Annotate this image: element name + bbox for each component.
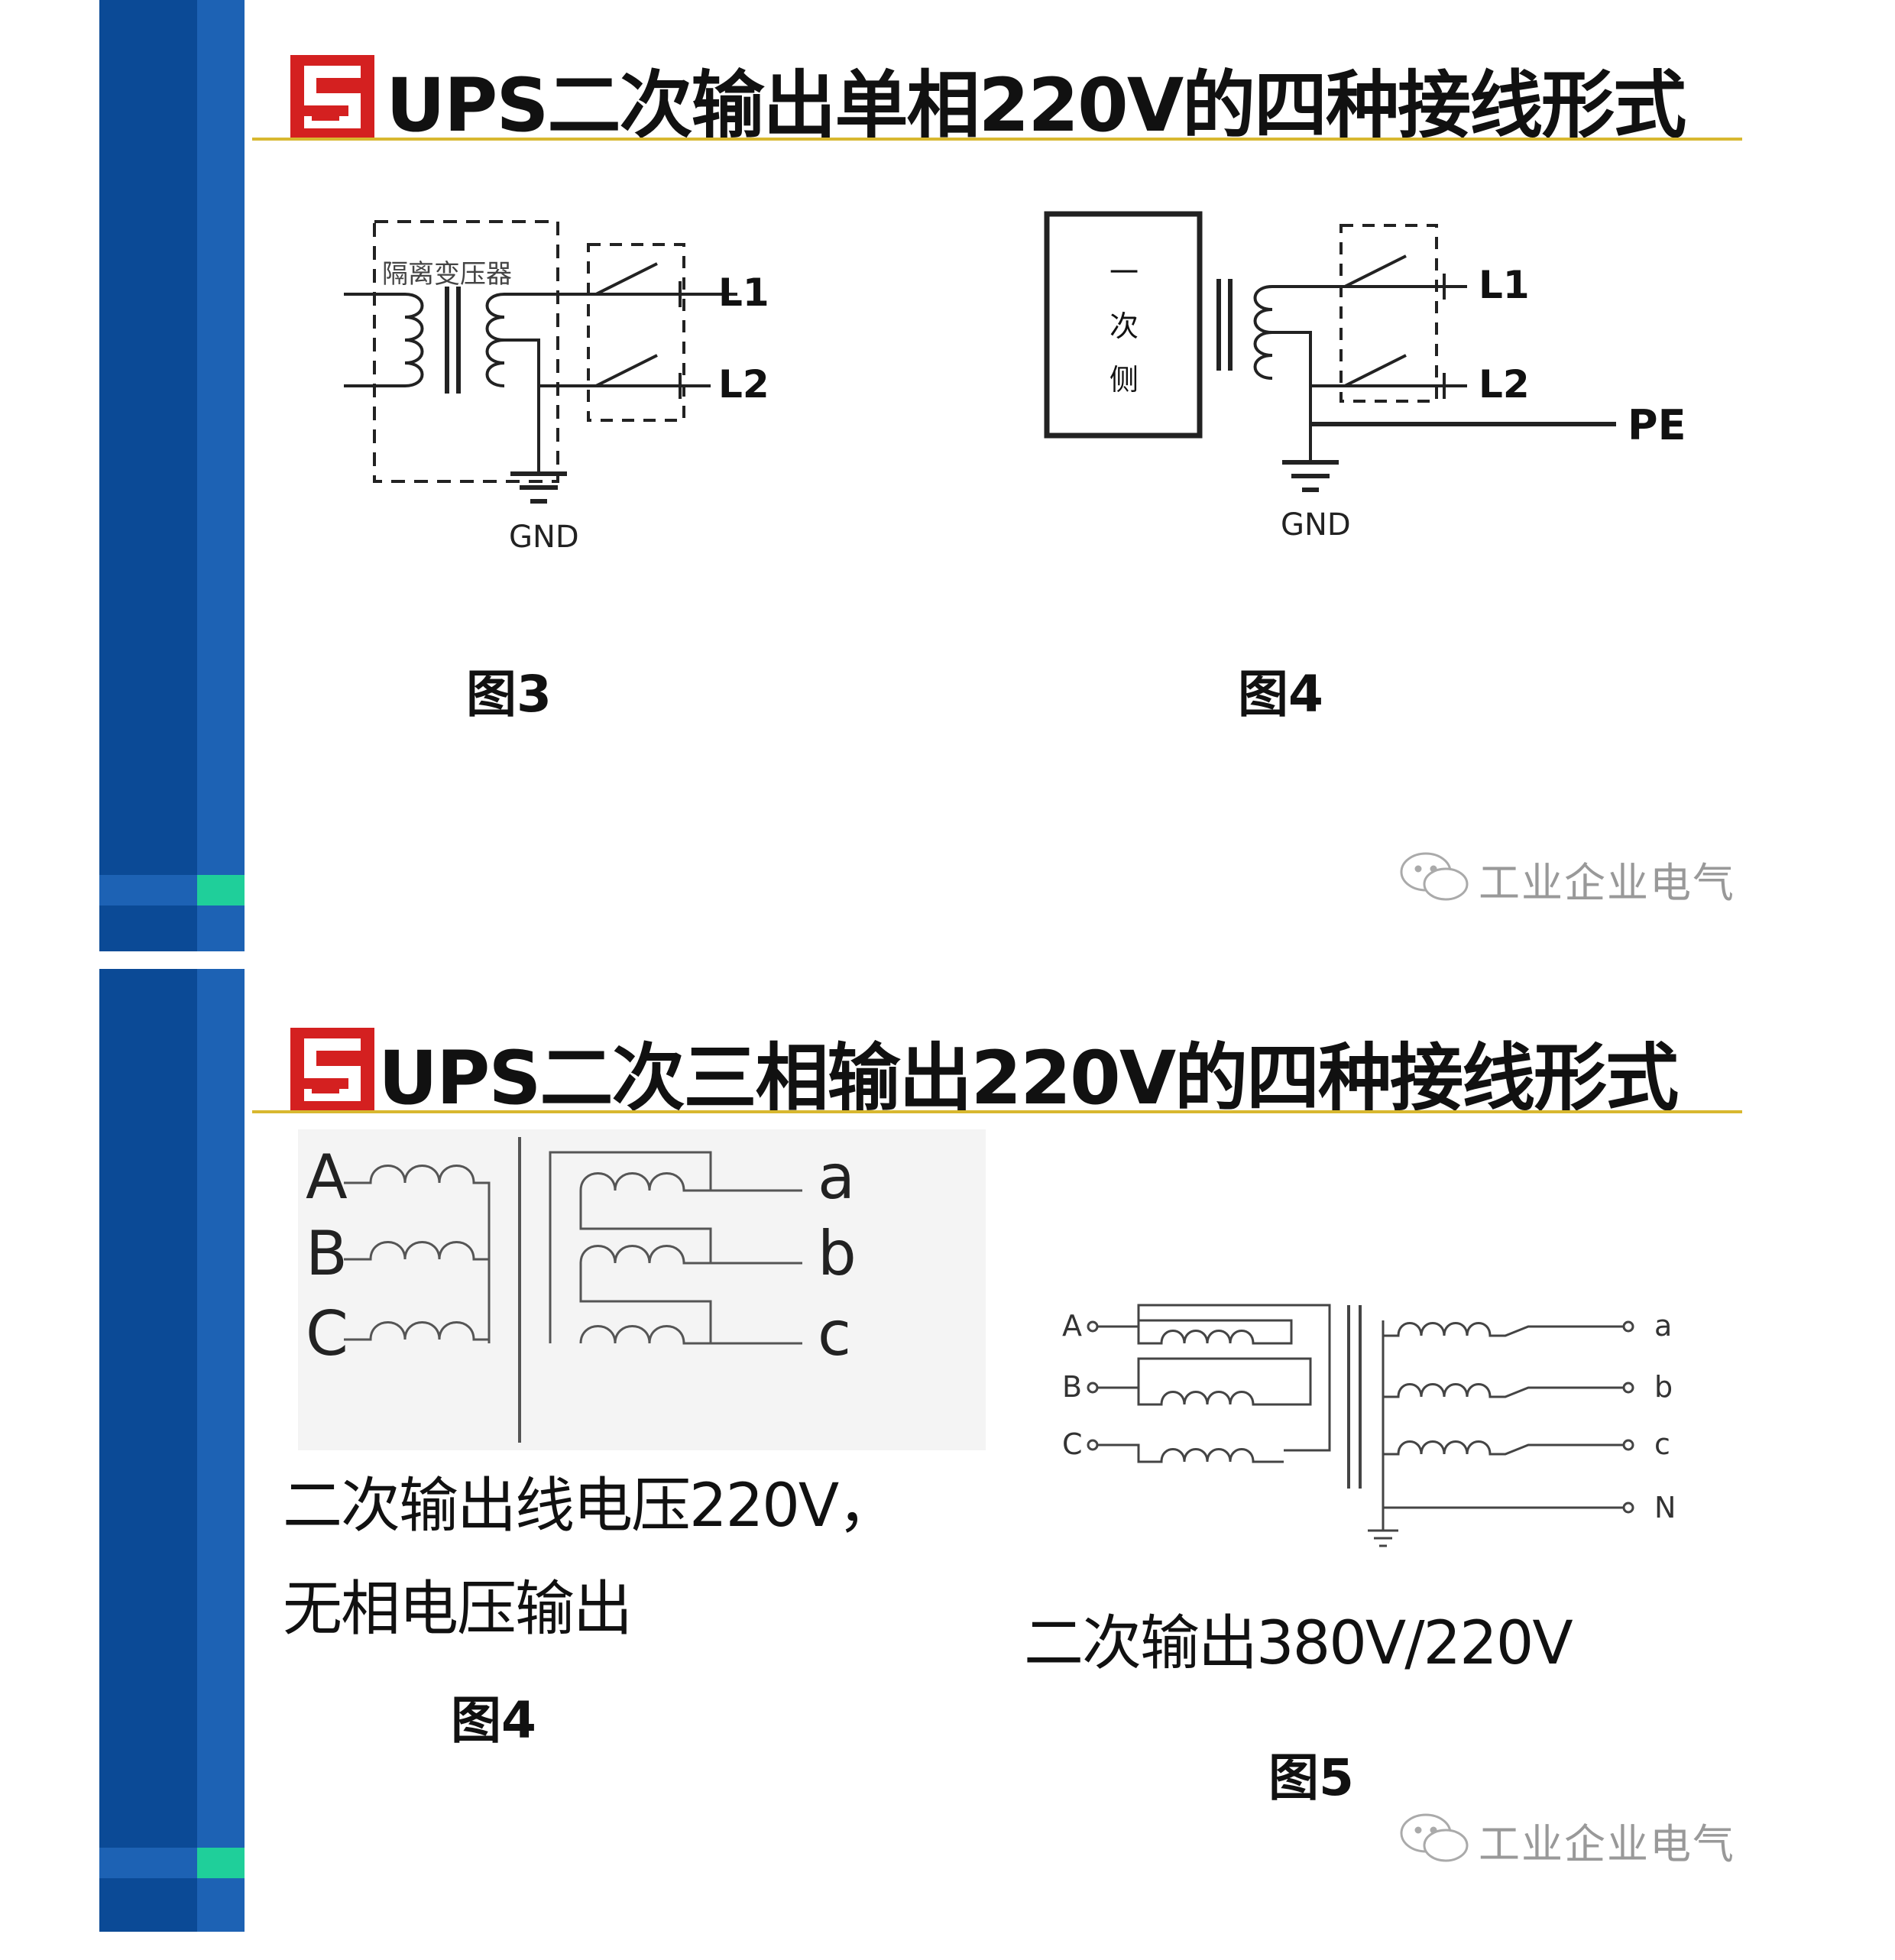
slide-three-phase: UPS二次三相输出220V的四种接线形式 A B C a b c 二次输出线电压… xyxy=(99,969,1742,1932)
primary-coil-c-icon xyxy=(344,1321,489,1341)
wye-input-c: C xyxy=(1062,1427,1083,1461)
right-fig-label: 图5 xyxy=(1268,1748,1354,1807)
three-phase-wye-diagram: A B C a b c N xyxy=(1062,1304,1676,1547)
fig3-diagram: 隔离变压器 L1 L2 GND xyxy=(344,220,769,555)
wye-primary-coil-b-icon xyxy=(1097,1357,1312,1406)
secondary-coil-b-icon xyxy=(579,1245,711,1265)
wye-primary-coil-a-icon xyxy=(1137,1319,1293,1345)
wye-secondary-coil-b-icon xyxy=(1383,1383,1624,1398)
primary-side-box xyxy=(1044,211,1203,439)
accent-block xyxy=(197,1848,245,1878)
primary-box-char-1: 一 xyxy=(1109,256,1139,290)
primary-box-char-3: 侧 xyxy=(1109,363,1139,397)
watermark: 工业企业电气 xyxy=(1398,1806,1780,1868)
input-a: A xyxy=(306,1142,348,1213)
watermark: 工业企业电气 xyxy=(1398,844,1780,907)
wye-output-b: b xyxy=(1654,1370,1673,1404)
transformer-label: 隔离变压器 xyxy=(382,259,512,290)
three-phase-delta-diagram: A B C a b c xyxy=(298,1129,986,1450)
output-c: c xyxy=(818,1298,851,1369)
breaker-enclosure xyxy=(587,243,685,422)
left-caption-line1: 二次输出线电压220V， xyxy=(283,1472,897,1540)
wye-output-n: N xyxy=(1654,1491,1676,1524)
accent-block xyxy=(197,875,245,905)
primary-coil-a-icon xyxy=(344,1165,491,1343)
side-band xyxy=(99,0,245,951)
watermark-text: 工业企业电气 xyxy=(1479,859,1735,907)
fig4-secondary-coil-icon xyxy=(1253,285,1273,380)
wye-input-a: A xyxy=(1062,1309,1082,1343)
wechat-icon xyxy=(1400,852,1469,901)
slide-single-phase: UPS二次输出单相220V的四种接线形式 隔离变压器 L1 L2 GND 图3 … xyxy=(99,0,1742,951)
left-caption-line2: 无相电压输出 xyxy=(283,1575,633,1644)
input-b: B xyxy=(306,1218,348,1289)
fig3-output-l2: L2 xyxy=(718,362,769,407)
title-row: UPS二次三相输出220V的四种接线形式 xyxy=(290,1019,1679,1121)
transformer-enclosure xyxy=(373,220,559,483)
wye-input-b: B xyxy=(1062,1370,1082,1404)
fig4-output-pe: PE xyxy=(1628,401,1686,449)
wechat-icon xyxy=(1400,1813,1469,1862)
side-band xyxy=(99,969,245,1932)
fig4-diagram: 一 次 侧 L1 L2 PE GND xyxy=(1044,211,1686,543)
left-fig-label: 图4 xyxy=(451,1691,536,1750)
primary-coil-b-icon xyxy=(344,1241,489,1261)
fig4-switch-l2-icon xyxy=(1344,354,1407,387)
output-b: b xyxy=(818,1218,857,1289)
fig4-label: 图4 xyxy=(1238,665,1323,724)
wye-output-c: c xyxy=(1654,1427,1670,1461)
fig4-ground-label: GND xyxy=(1281,507,1351,543)
switch-l1-icon xyxy=(595,262,658,296)
watermark-text: 工业企业电气 xyxy=(1479,1820,1735,1868)
primary-box-char-2: 次 xyxy=(1109,309,1139,343)
title-rule xyxy=(252,138,1742,141)
company-logo-icon xyxy=(290,1028,374,1112)
input-c: C xyxy=(306,1298,348,1369)
switch-l2-icon xyxy=(595,354,658,387)
fig3-output-l1: L1 xyxy=(718,271,769,315)
title-rule xyxy=(252,1110,1742,1113)
wye-primary-coil-c-icon xyxy=(1097,1443,1284,1463)
right-caption: 二次输出380V/220V xyxy=(1024,1609,1573,1678)
primary-coil-icon xyxy=(404,293,424,387)
secondary-coil-c-icon xyxy=(579,1325,711,1345)
fig3-ground-label: GND xyxy=(509,520,579,555)
page-title: UPS二次三相输出220V的四种接线形式 xyxy=(378,1035,1679,1121)
output-a: a xyxy=(818,1142,855,1213)
wye-output-a: a xyxy=(1654,1309,1672,1343)
secondary-coil-a-icon xyxy=(579,1172,711,1192)
company-logo-icon xyxy=(290,55,374,139)
wye-secondary-coil-c-icon xyxy=(1383,1440,1624,1456)
title-row: UPS二次输出单相220V的四种接线形式 xyxy=(290,46,1686,148)
page-title: UPS二次输出单相220V的四种接线形式 xyxy=(386,63,1686,148)
wye-secondary-coil-a-icon xyxy=(1383,1322,1624,1337)
fig4-breaker-enclosure xyxy=(1339,224,1438,403)
fig4-output-l2: L2 xyxy=(1479,362,1530,407)
fig4-switch-l1-icon xyxy=(1344,254,1407,288)
fig3-label: 图3 xyxy=(466,665,552,724)
secondary-coil-icon xyxy=(485,293,505,387)
fig4-output-l1: L1 xyxy=(1479,263,1530,307)
